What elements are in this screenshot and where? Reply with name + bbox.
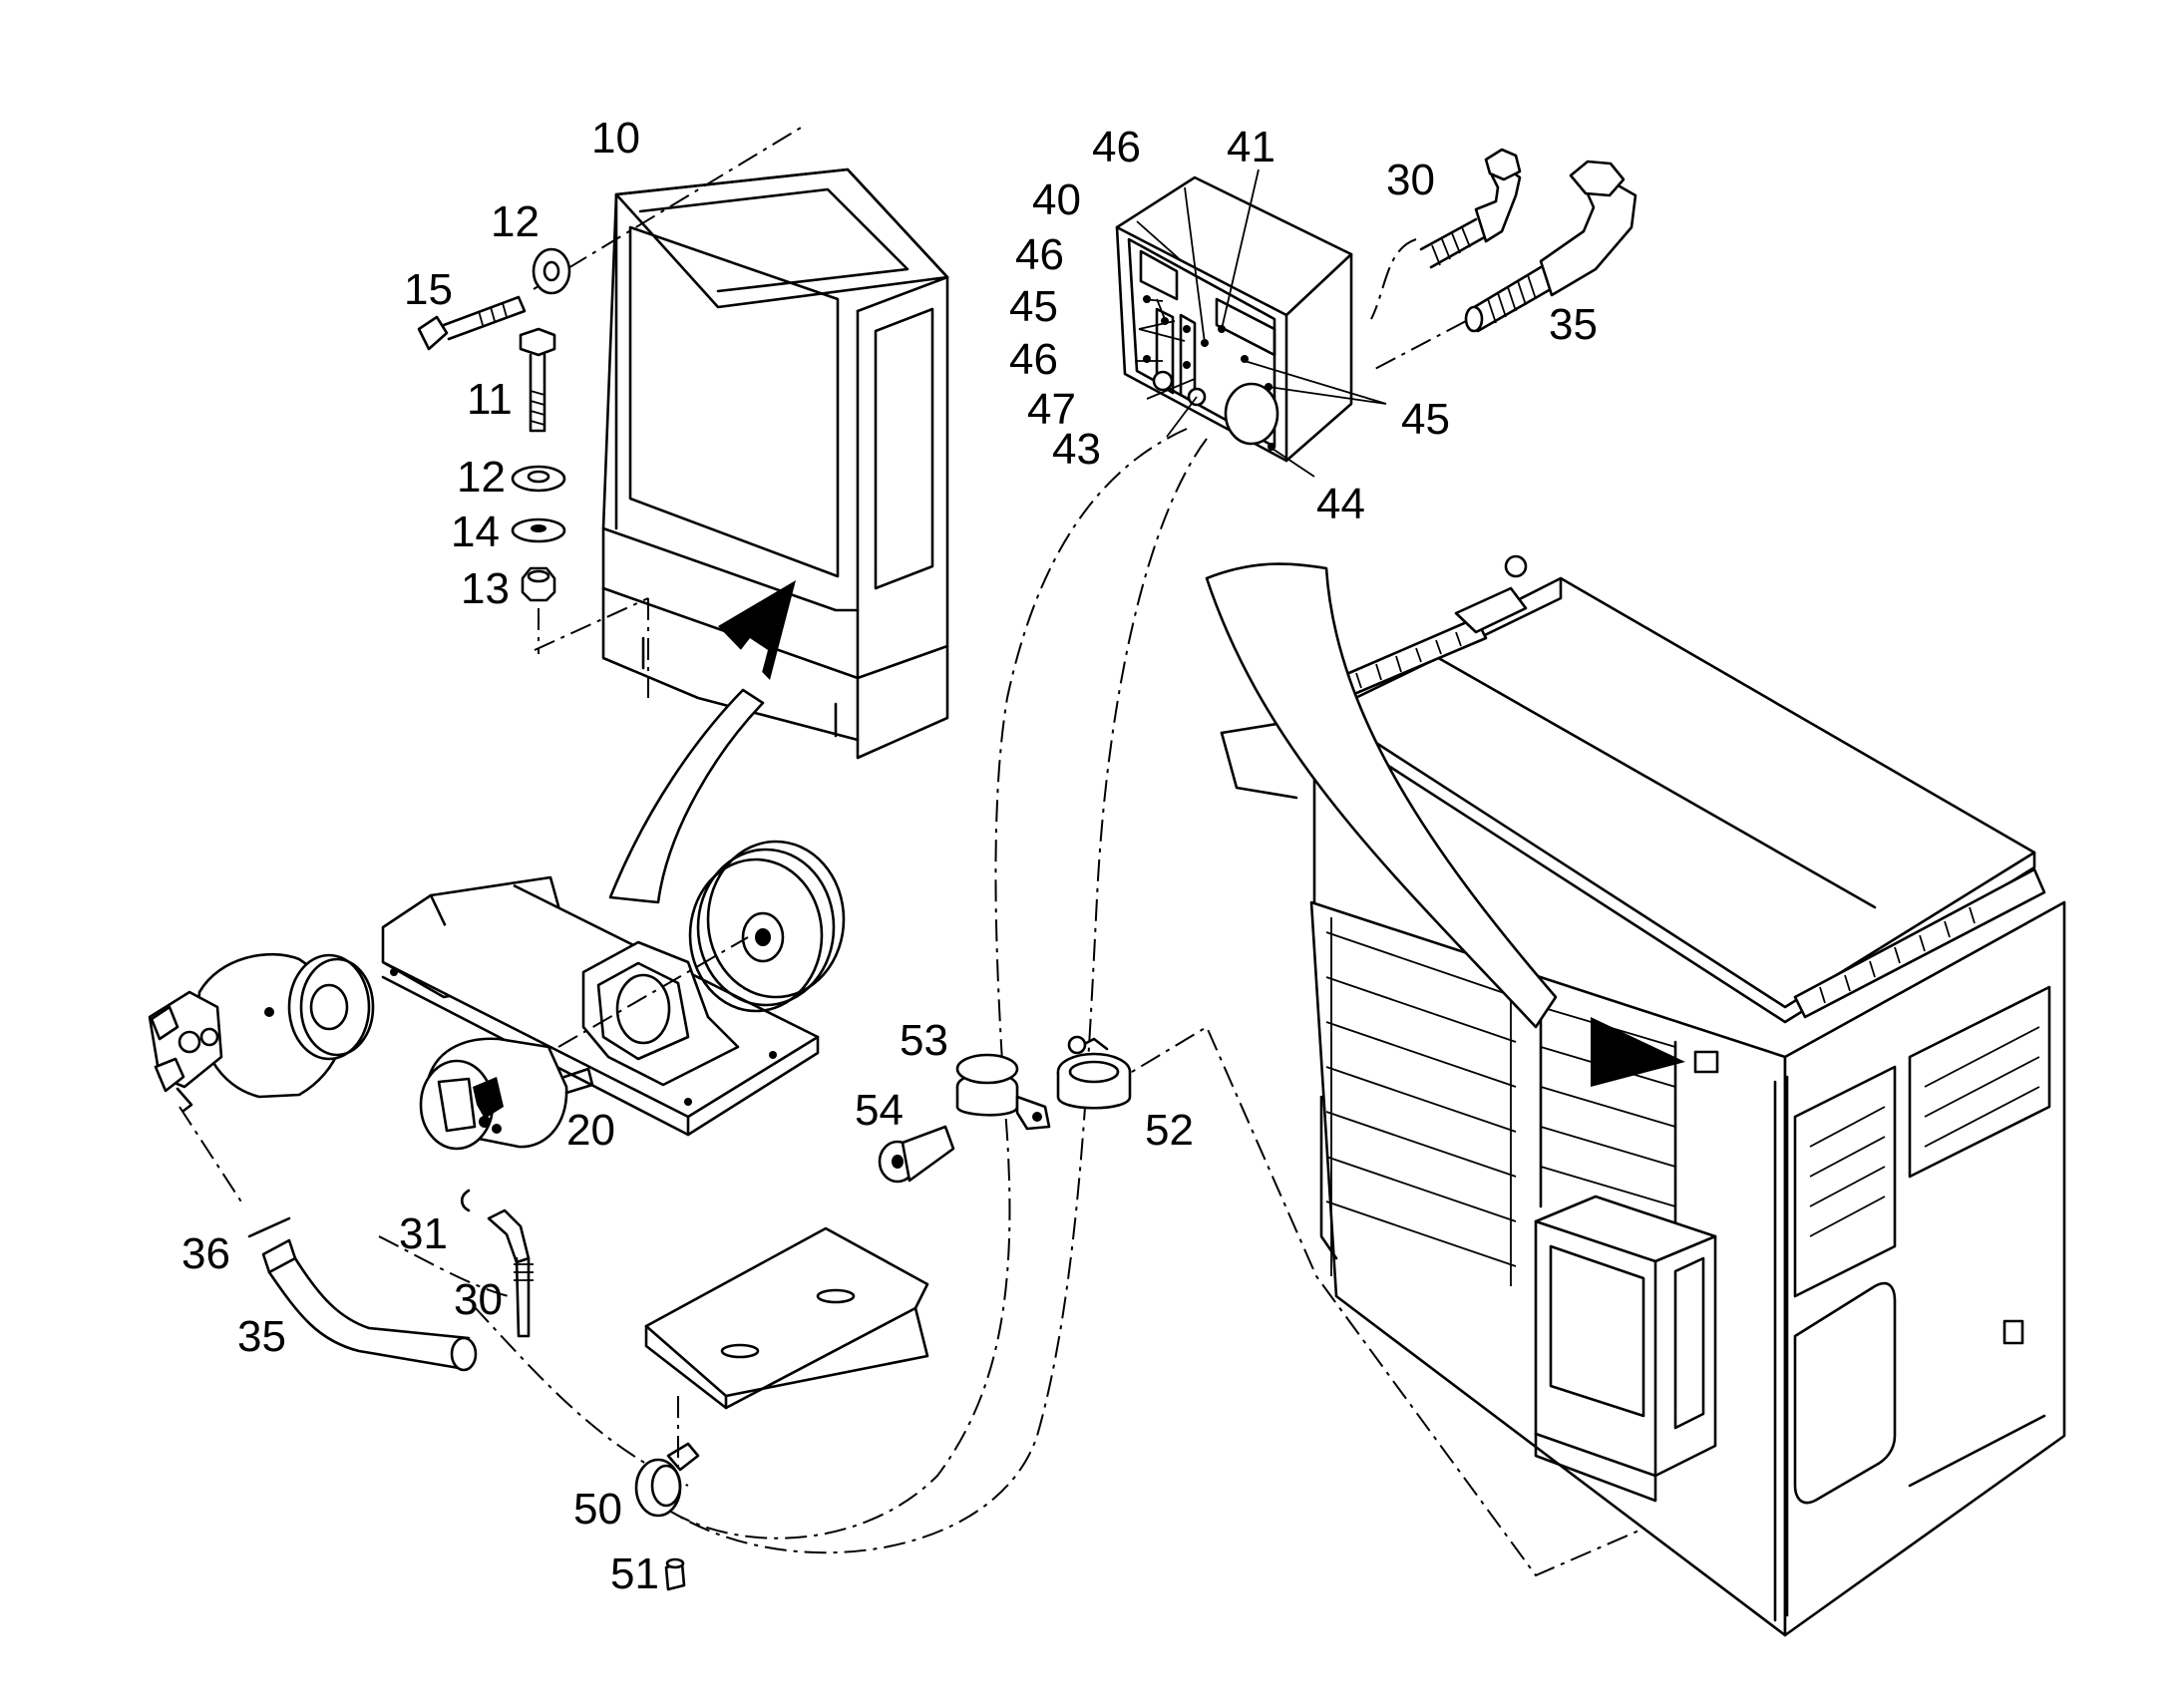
label-46-middle: 46 — [1015, 230, 1064, 279]
harness-route-right — [677, 438, 1208, 1554]
hose-30-top — [1419, 148, 1522, 269]
label-13: 13 — [461, 564, 510, 613]
label-52: 52 — [1145, 1106, 1194, 1155]
unit-box-10 — [601, 168, 949, 760]
label-41: 41 — [1227, 123, 1275, 171]
label-45-left: 45 — [1009, 282, 1058, 331]
part-labels: 10 12 15 11 12 14 13 46 41 40 46 45 46 4… — [182, 114, 1598, 1598]
pulley-20 — [688, 840, 846, 1013]
label-40: 40 — [1032, 175, 1081, 224]
clamp-53 — [955, 1053, 1051, 1131]
hose-30-centerline — [1370, 238, 1417, 320]
harness-route-left — [647, 428, 1188, 1539]
label-54: 54 — [855, 1086, 904, 1135]
clamp-50 — [634, 1442, 700, 1591]
compressor — [148, 952, 375, 1113]
hose-30-bottom — [460, 1189, 534, 1338]
arrow-to-cabin — [1205, 562, 1685, 1087]
clamp-52 — [1056, 1035, 1132, 1110]
screw-54 — [878, 1125, 955, 1184]
label-46-top: 46 — [1092, 123, 1141, 171]
label-35-bottom: 35 — [237, 1312, 286, 1361]
motor-20 — [419, 1037, 594, 1151]
label-46-lower: 46 — [1009, 335, 1058, 384]
label-53: 53 — [900, 1016, 948, 1065]
label-44: 44 — [1316, 480, 1365, 528]
centerline-unit-10-top — [533, 124, 807, 290]
label-50: 50 — [573, 1485, 622, 1534]
pulley-axis — [557, 936, 749, 1048]
cabin-route — [1106, 1025, 1766, 1577]
label-45-right: 45 — [1401, 395, 1450, 444]
mount-bracket-20 — [381, 875, 820, 1137]
arrow-to-unit-10 — [608, 580, 796, 904]
label-51: 51 — [610, 1549, 659, 1598]
label-14: 14 — [451, 508, 500, 556]
label-10: 10 — [591, 114, 640, 163]
hose-35-bottom — [247, 1216, 478, 1372]
label-30-bottom: 30 — [454, 1275, 503, 1324]
label-43: 43 — [1052, 425, 1101, 474]
fastener-stack — [417, 247, 571, 654]
label-36: 36 — [182, 1229, 230, 1278]
label-47: 47 — [1027, 385, 1076, 434]
cabin-assembly — [1220, 554, 2066, 1637]
centerline-unit-10-bottom — [534, 597, 649, 698]
label-11: 11 — [467, 375, 513, 424]
label-12-washer-lower: 12 — [457, 453, 506, 502]
label-15: 15 — [404, 265, 453, 314]
label-35-top: 35 — [1549, 300, 1598, 349]
label-30-top: 30 — [1386, 156, 1435, 204]
hose-35-top — [1464, 160, 1637, 333]
compressor-hose-route — [179, 1106, 689, 1487]
label-20: 20 — [566, 1106, 615, 1155]
hose-35-centerline — [1370, 320, 1467, 372]
mounting-plate — [644, 1226, 929, 1466]
control-panel-40 — [1115, 169, 1387, 478]
label-12-washer-top: 12 — [491, 197, 540, 246]
label-31: 31 — [399, 1209, 448, 1258]
